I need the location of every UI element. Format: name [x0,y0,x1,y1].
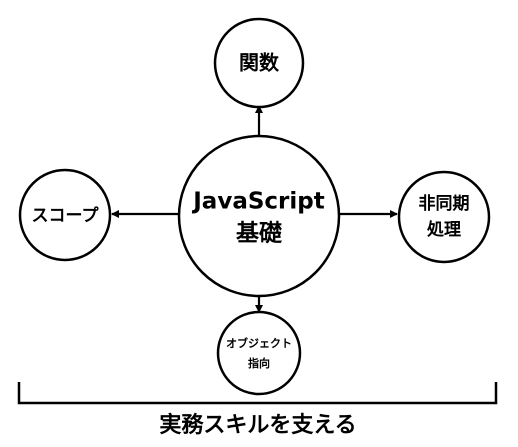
center-node-title: JavaScript [191,189,324,215]
bracket [17,382,498,405]
left-node: スコープ [18,168,112,262]
right-node: 非同期 処理 [397,170,491,264]
bottom-node: オブジェクト 指向 [216,310,302,396]
top-node: 関数 [213,17,305,109]
center-node: JavaScript 基礎 [177,134,341,298]
left-node-label: スコープ [32,205,100,226]
center-node-subtitle: 基礎 [236,221,282,247]
bottom-node-label-2: 指向 [248,356,270,370]
right-node-label-1: 非同期 [419,193,470,214]
caption: 実務スキルを支える [159,412,356,438]
bottom-node-label-1: オブジェクト [226,336,292,350]
top-node-label: 関数 [239,51,280,75]
right-node-label-2: 処理 [426,220,461,240]
